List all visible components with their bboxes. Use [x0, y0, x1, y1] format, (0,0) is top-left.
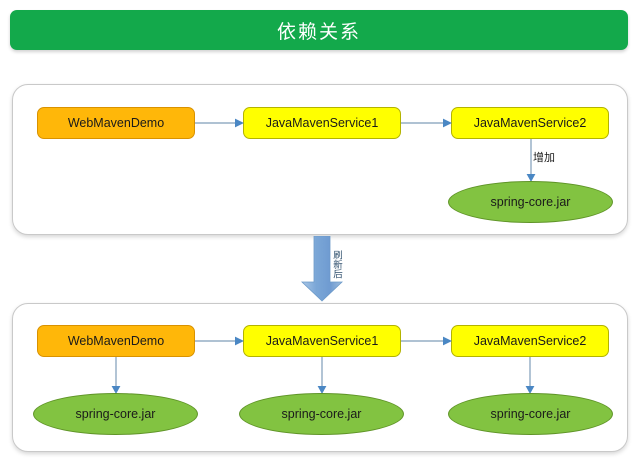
node-label: WebMavenDemo	[67, 334, 165, 348]
edge-label-add: 增加	[533, 151, 555, 164]
node-after-javamavenservice1[interactable]: JavaMavenService1	[243, 325, 401, 357]
node-label: JavaMavenService2	[473, 334, 587, 348]
node-label: JavaMavenService1	[265, 116, 379, 130]
jar-label: spring-core.jar	[75, 407, 156, 421]
jar-label: spring-core.jar	[490, 195, 571, 209]
refresh-arrow-label: 刷新后	[331, 249, 342, 279]
node-before-webmavendemo[interactable]: WebMavenDemo	[37, 107, 195, 139]
node-after-webmavendemo[interactable]: WebMavenDemo	[37, 325, 195, 357]
node-label: WebMavenDemo	[67, 116, 165, 130]
node-label: JavaMavenService1	[265, 334, 379, 348]
node-before-javamavenservice2[interactable]: JavaMavenService2	[451, 107, 609, 139]
node-after-javamavenservice2[interactable]: JavaMavenService2	[451, 325, 609, 357]
jar-after-spring-core-web[interactable]: spring-core.jar	[33, 393, 198, 435]
jar-label: spring-core.jar	[281, 407, 362, 421]
page-title-banner: 依赖关系	[10, 10, 628, 50]
node-label: JavaMavenService2	[473, 116, 587, 130]
page-title: 依赖关系	[276, 20, 361, 43]
jar-after-spring-core-service1[interactable]: spring-core.jar	[239, 393, 404, 435]
jar-before-spring-core[interactable]: spring-core.jar	[448, 181, 613, 223]
refresh-block-arrow-icon	[300, 236, 344, 302]
jar-label: spring-core.jar	[490, 407, 571, 421]
jar-after-spring-core-service2[interactable]: spring-core.jar	[448, 393, 613, 435]
node-before-javamavenservice1[interactable]: JavaMavenService1	[243, 107, 401, 139]
